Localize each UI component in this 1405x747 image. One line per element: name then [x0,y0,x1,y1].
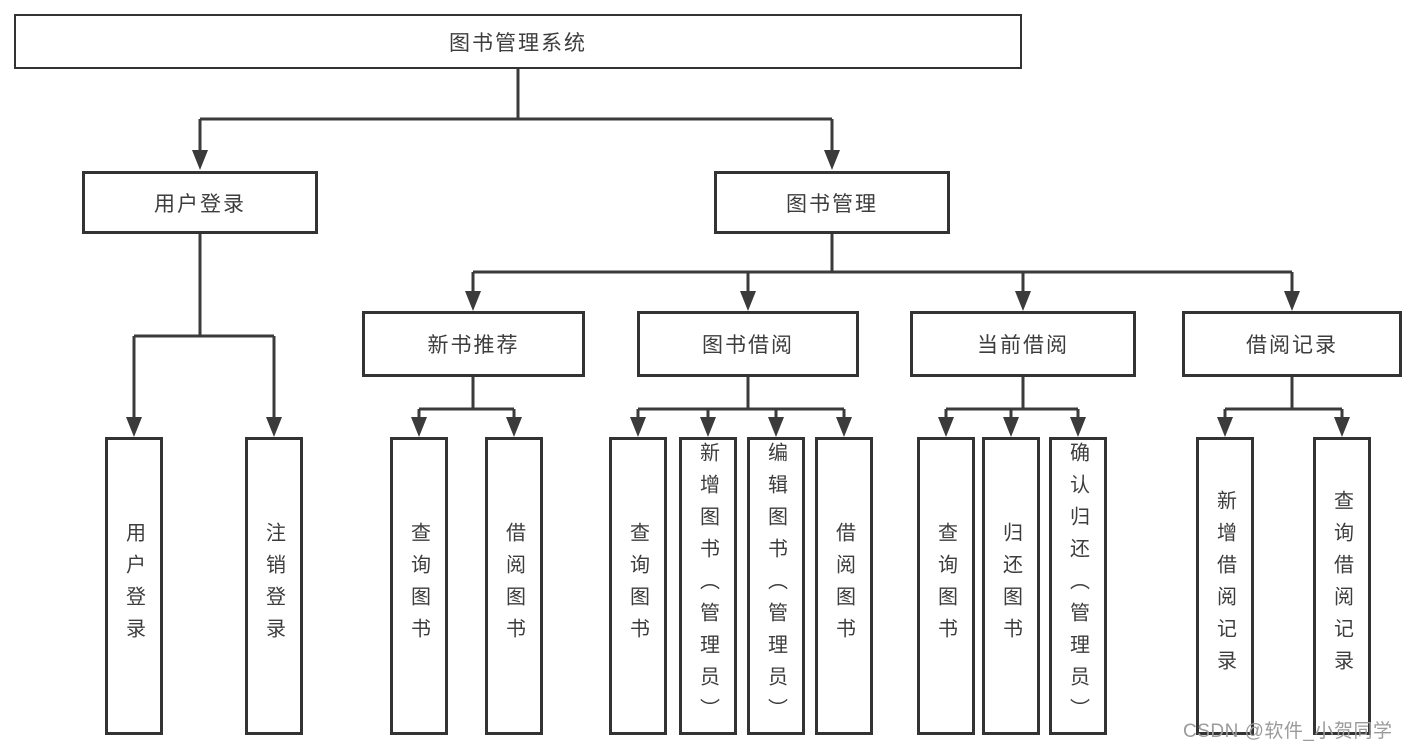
connector-book-borrowing-to-leaves [630,377,852,437]
leaf-label: 新增图书（管理员） [696,442,719,730]
leaf-borrow-books-recommend: 借阅图书 [485,437,543,735]
leaf-label: 借阅图书 [502,522,525,650]
leaf-edit-books-admin: 编辑图书（管理员） [747,437,805,735]
node-label: 图书管理系统 [449,31,587,55]
node-label: 图书管理 [786,192,878,216]
connector-new-book-to-leaves [411,377,522,437]
leaf-label: 归还图书 [999,522,1022,650]
node-label: 当前借阅 [977,334,1069,357]
node-label: 新书推荐 [427,334,520,357]
node-book-borrowing: 图书借阅 [637,311,859,377]
connector-current-borrowing-to-leaves [938,377,1086,437]
watermark-text: CSDN @软件_小贺同学 [1183,721,1393,742]
node-label: 借阅记录 [1246,334,1338,357]
leaf-user-login: 用户登录 [105,437,163,735]
connector-user-login-to-leaves [126,234,282,437]
leaf-label: 查询图书 [934,522,957,650]
leaf-label: 确认归还（管理员） [1066,442,1089,730]
node-user-login: 用户登录 [82,171,318,234]
node-library-management-system: 图书管理系统 [14,14,1022,69]
connector-root-to-level2 [192,69,840,170]
leaf-query-books-current: 查询图书 [917,437,975,735]
leaf-label: 注销登录 [262,522,285,650]
leaf-add-borrow-record: 新增借阅记录 [1196,437,1254,735]
connector-book-management-to-sections [465,234,1300,311]
node-borrowing-records: 借阅记录 [1182,311,1402,377]
leaf-confirm-return-admin: 确认归还（管理员） [1049,437,1107,735]
leaf-label: 编辑图书（管理员） [764,442,787,730]
leaf-add-books-admin: 新增图书（管理员） [679,437,737,735]
leaf-logout: 注销登录 [245,437,303,735]
leaf-label: 查询图书 [407,522,430,650]
leaf-query-books-recommend: 查询图书 [390,437,448,735]
leaf-label: 新增借阅记录 [1213,490,1236,682]
leaf-borrow-books: 借阅图书 [815,437,873,735]
leaf-label: 用户登录 [122,522,145,650]
node-book-management: 图书管理 [714,171,950,234]
node-current-borrowing: 当前借阅 [910,311,1136,377]
leaf-query-borrow-record: 查询借阅记录 [1313,437,1371,735]
leaf-return-books: 归还图书 [982,437,1040,735]
node-label: 用户登录 [154,192,246,216]
connector-borrowing-records-to-leaves [1217,377,1350,437]
node-label: 图书借阅 [702,334,794,357]
leaf-query-books-borrowing: 查询图书 [609,437,667,735]
leaf-label: 查询借阅记录 [1330,490,1353,682]
node-new-book-recommendation: 新书推荐 [362,311,585,377]
leaf-label: 借阅图书 [832,522,855,650]
leaf-label: 查询图书 [626,522,649,650]
